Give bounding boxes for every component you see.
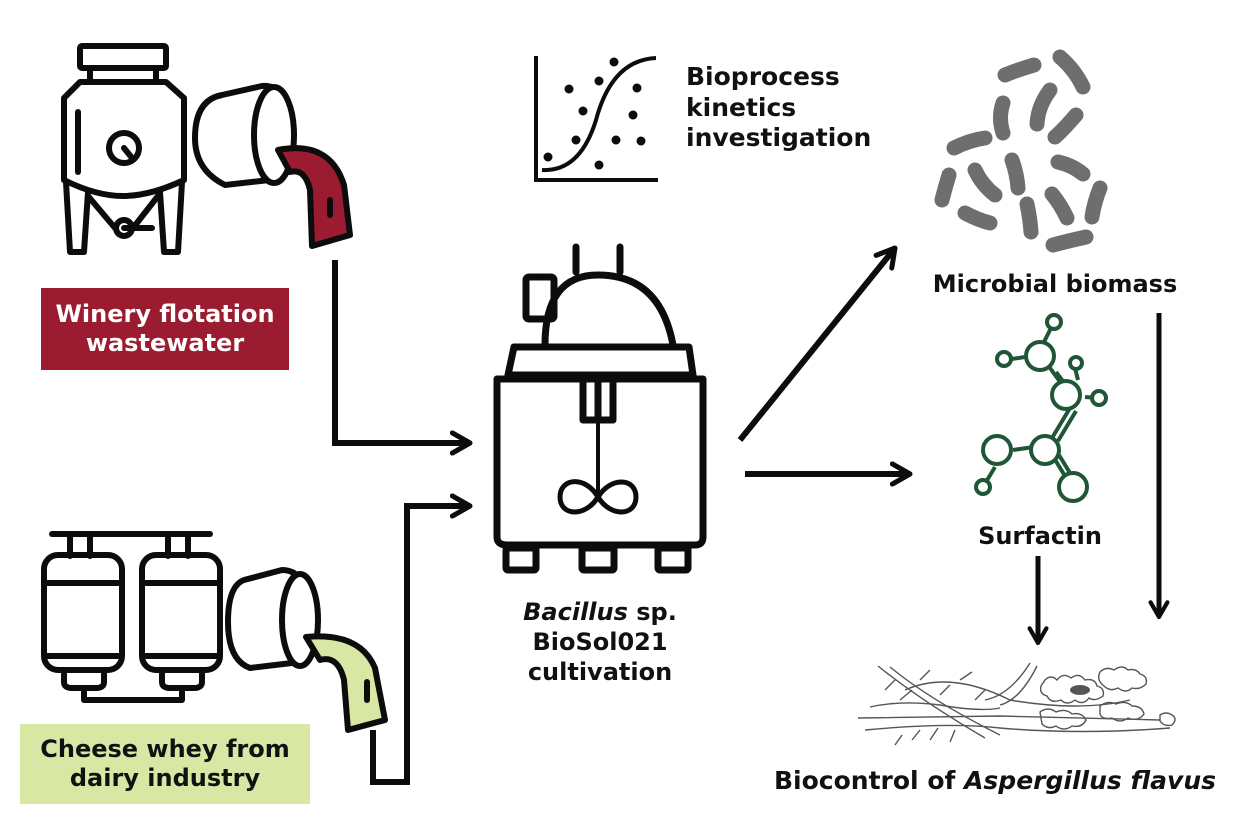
- reactor-to-biomass-arrow: [737, 245, 898, 442]
- kinetics-line1: Bioprocess: [686, 62, 840, 91]
- whey-to-reactor-arrow: [370, 493, 473, 785]
- molecule-icon: [974, 313, 1108, 503]
- dairy-tanks-icon: [41, 531, 388, 733]
- surfactin-label: Surfactin: [978, 522, 1102, 550]
- fungal-mycelium-icon: [857, 662, 1176, 746]
- winery-label-line2: wastewater: [85, 329, 245, 357]
- aspergillus-name: Aspergillus flavus: [964, 766, 1216, 795]
- kinetics-label: Bioprocess kinetics investigation: [686, 62, 871, 154]
- sigmoid-chart-icon: [534, 56, 658, 182]
- kinetics-line2: kinetics: [686, 92, 797, 122]
- fungal-spore-mark: [1070, 685, 1090, 695]
- process-name: cultivation: [527, 657, 673, 686]
- winery-wastewater-label: Winery flotation wastewater: [41, 288, 289, 370]
- winery-label-line1: Winery flotation: [55, 299, 275, 328]
- bacillus-genus: Bacillus: [523, 598, 628, 626]
- kinetics-line3: investigation: [686, 123, 872, 152]
- winery-to-reactor-arrow: [332, 260, 473, 456]
- biocontrol-label: Biocontrol of Aspergillus flavus: [760, 766, 1230, 796]
- biomass-label: Microbial biomass: [932, 270, 1178, 298]
- cheese-whey-label: Cheese whey from dairy industry: [20, 724, 310, 804]
- bacteria-icon: [934, 49, 1108, 253]
- wine-tank-icon: [61, 43, 353, 255]
- whey-label-line2: dairy industry: [69, 764, 261, 792]
- bioreactor-icon: [493, 243, 707, 574]
- strain-name: BioSol021: [532, 627, 668, 656]
- biocontrol-prefix: Biocontrol of: [774, 766, 965, 795]
- bioreactor-label: Bacillus sp. BioSol021 cultivation: [500, 598, 700, 687]
- whey-label-line1: Cheese whey from: [40, 734, 290, 763]
- bacillus-sp: sp.: [627, 598, 677, 626]
